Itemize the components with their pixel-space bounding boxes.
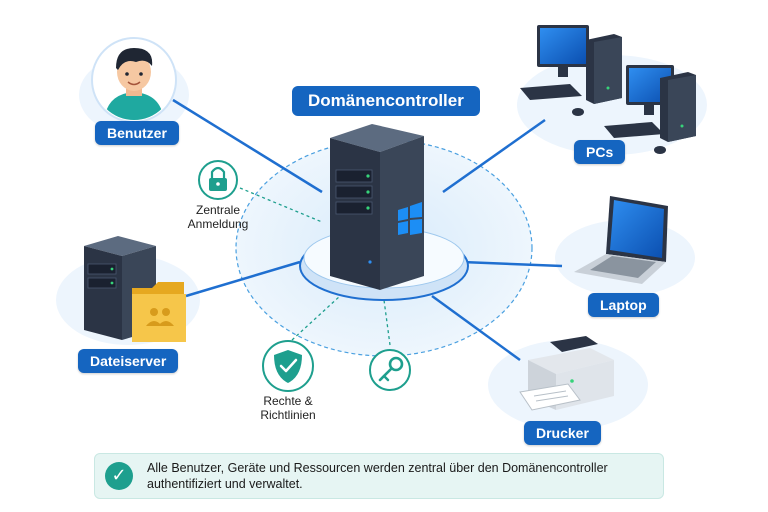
label-printer: Drucker: [524, 421, 601, 445]
feature-links: [239, 187, 391, 346]
label-users: Benutzer: [95, 121, 179, 145]
printer-icon: [519, 336, 614, 411]
server-tower-icon: [330, 124, 424, 290]
page-title: Domänencontroller: [292, 86, 480, 116]
user-avatar-icon: [91, 37, 177, 123]
link-fileserver: [185, 260, 301, 298]
caption-rights: Rechte & Richtlinien: [260, 394, 316, 422]
link-users: [172, 98, 323, 194]
link-shield: [291, 295, 341, 341]
laptop-icon: [574, 196, 668, 284]
label-pcs: PCs: [574, 140, 626, 164]
link-login: [239, 187, 323, 223]
link-laptop: [461, 260, 563, 268]
label-laptop: Laptop: [588, 293, 659, 317]
padlock-icon: [198, 160, 238, 200]
desktop-pc-icon: [520, 25, 696, 154]
link-pcs: [442, 118, 546, 194]
shield-check-icon: [262, 340, 314, 392]
shared-folder-icon: [132, 282, 186, 342]
check-circle-icon: ✓: [105, 462, 133, 490]
key-icon: [369, 349, 411, 391]
label-fileserver: Dateiserver: [78, 349, 179, 373]
link-printer: [431, 294, 521, 362]
link-key: [383, 299, 391, 346]
info-banner-text: Alle Benutzer, Geräte und Ressourcen wer…: [147, 461, 608, 491]
connection-lines: [172, 98, 563, 362]
windows-logo-icon: [398, 202, 422, 235]
info-banner: ✓ Alle Benutzer, Geräte und Ressourcen w…: [94, 453, 664, 499]
caption-login: Zentrale Anmeldung: [187, 203, 249, 231]
